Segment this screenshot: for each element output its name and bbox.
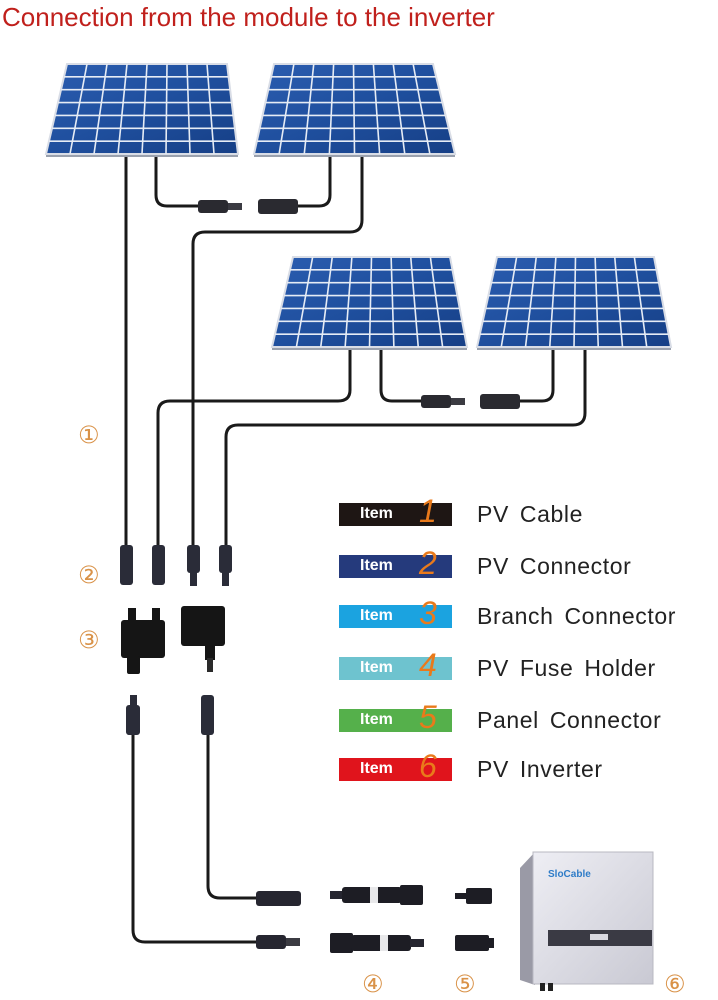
legend-item-number: 5 <box>419 698 437 735</box>
callout-5: ⑤ <box>454 970 476 998</box>
legend-item-label: Item <box>360 659 393 676</box>
legend-badge: Item 4 <box>339 649 452 681</box>
cable-8 <box>224 348 587 548</box>
pv-connectors-vertical <box>120 545 232 586</box>
legend-label: PV Inverter <box>477 755 603 782</box>
legend-badge: Item 6 <box>339 750 452 782</box>
pv-connector-pair-top <box>198 199 298 214</box>
legend-label: Panel Connector <box>477 706 662 733</box>
legend-item-pv-inverter: Item 6 PV Inverter <box>339 750 603 782</box>
legend-label: Branch Connector <box>477 602 676 629</box>
cable-6 <box>379 348 423 403</box>
legend-item-label: Item <box>360 557 393 574</box>
legend-item-pv-connector: Item 2 PV Connector <box>339 547 632 579</box>
callout-4: ④ <box>362 970 384 998</box>
solar-panel-4 <box>475 256 673 350</box>
legend-badge: Item 5 <box>339 701 452 733</box>
solar-panel-1 <box>44 63 240 157</box>
cable-7 <box>520 348 555 403</box>
callout-1: ① <box>78 421 100 449</box>
solar-panel-3 <box>270 256 469 350</box>
legend-item-label: Item <box>360 711 393 728</box>
legend-item-label: Item <box>360 505 393 522</box>
pv-connectors-bottom <box>256 891 301 949</box>
cable-9 <box>131 735 258 944</box>
legend-badge: Item 2 <box>339 547 452 579</box>
pv-connectors-lower <box>126 695 214 735</box>
callout-6: ⑥ <box>664 970 686 998</box>
diagram-title: Connection from the module to the invert… <box>2 2 495 32</box>
pv-fuse-holders <box>330 885 424 953</box>
legend-item-pv-fuse-holder: Item 4 PV Fuse Holder <box>339 649 656 681</box>
pv-inverter: SloCable <box>520 851 654 991</box>
legend-item-number: 6 <box>419 747 437 784</box>
cable-2 <box>154 155 200 208</box>
pv-cables <box>124 155 587 944</box>
legend-item-panel-connector: Item 5 Panel Connector <box>339 701 662 733</box>
solar-panels <box>44 63 673 350</box>
solar-panel-2 <box>252 63 457 157</box>
pv-connector-pair-mid <box>421 394 520 409</box>
legend-item-branch-connector: Item 3 Branch Connector <box>339 597 676 629</box>
inverter-brand: SloCable <box>548 869 591 880</box>
cable-3 <box>298 155 332 208</box>
legend-label: PV Fuse Holder <box>477 654 656 681</box>
legend-label: PV Cable <box>477 500 583 527</box>
legend-label: PV Connector <box>477 552 632 579</box>
cable-5 <box>156 348 352 548</box>
legend-item-number: 4 <box>419 646 437 683</box>
legend-badge: Item 1 <box>339 495 452 527</box>
branch-connectors <box>121 606 225 674</box>
legend-item-number: 2 <box>419 544 437 581</box>
cable-4 <box>191 155 364 548</box>
cable-10 <box>206 735 258 900</box>
legend-item-number: 1 <box>419 492 437 529</box>
callout-2: ② <box>78 561 100 589</box>
callout-3: ③ <box>78 626 100 654</box>
legend-item-number: 3 <box>419 594 437 631</box>
legend-item-label: Item <box>360 760 393 777</box>
panel-connectors <box>455 888 494 951</box>
legend-item-pv-cable: Item 1 PV Cable <box>339 495 583 527</box>
legend-badge: Item 3 <box>339 597 452 629</box>
legend-item-label: Item <box>360 607 393 624</box>
